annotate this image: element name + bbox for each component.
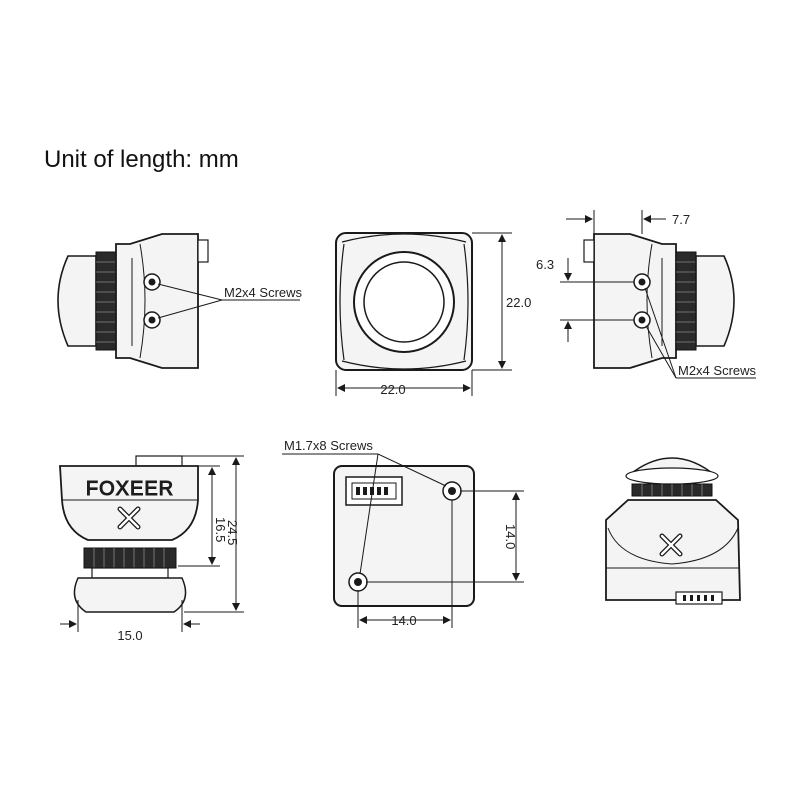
top-dome [73,577,187,613]
isometric-view [605,457,741,605]
height-dim: 16.5 [213,517,228,542]
hole-spacing-h: 14.0 [391,613,416,628]
lens-dome [57,255,97,347]
screw-hole [633,273,651,291]
depth-dim: 7.7 [672,212,690,227]
total-height-dim: 24.5 [225,520,240,545]
screw-hole [143,273,161,291]
screw-hole [442,481,462,501]
hole-offset-dim: 6.3 [536,257,554,272]
screw-hole [143,311,161,329]
screw-label-right: M2x4 Screws [678,363,757,378]
screw-hole [348,572,368,592]
page-title: Unit of length: mm [44,146,239,173]
width-dim: 15.0 [117,628,142,643]
hole-spacing-v: 14.0 [503,524,518,549]
front-view: 22.0 22.0 [335,232,531,397]
brand-logo: FOXEER [86,478,174,500]
side-view-right: 7.7 6.3 M2x4 Screws [536,210,757,379]
lens-thread [95,251,117,351]
screw-hole [633,311,651,329]
screw-label: M2x4 Screws [224,285,303,300]
lens-glass [363,261,445,343]
top-body [59,465,199,541]
front-height-dim: 22.0 [506,295,531,310]
lens-thread-right [675,251,697,351]
camera-body [115,233,199,369]
top-view: FOXEER 16.5 [59,455,244,643]
side-view-left: M2x4 Screws [57,233,303,369]
front-width-dim: 22.0 [380,382,405,397]
screw-label-back: M1.7x8 Screws [284,438,373,453]
camera-body-right [593,233,677,369]
back-view: M1.7x8 Screws 14.0 14.0 [282,438,524,628]
lens-dome-right [695,255,735,347]
top-thread [83,547,177,569]
